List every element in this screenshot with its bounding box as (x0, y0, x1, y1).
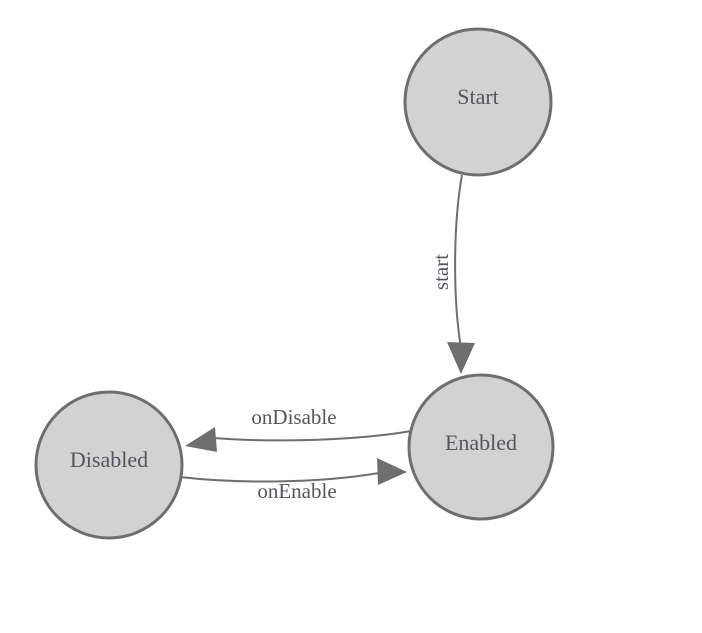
state-node-disabled[interactable]: Disabled (34, 390, 184, 540)
edge-label-on-enable: onEnable (257, 479, 336, 503)
state-node-disabled-label: Disabled (70, 447, 148, 472)
state-node-disabled-circle (34, 390, 184, 540)
state-node-start-circle (403, 27, 553, 177)
edge-start-to-enabled-path (454, 174, 463, 349)
edge-start-to-enabled[interactable]: start (429, 174, 475, 374)
state-node-enabled-label: Enabled (445, 430, 517, 455)
edge-disabled-to-enabled-path (179, 472, 380, 483)
edge-start-to-enabled-arrowhead-icon (447, 342, 475, 374)
state-node-start[interactable]: Start (403, 27, 553, 177)
state-node-enabled[interactable]: Enabled (407, 373, 555, 521)
edge-enabled-to-disabled-path (212, 430, 412, 442)
edge-disabled-to-enabled[interactable]: onEnable (179, 458, 407, 503)
edge-label-start: start (429, 254, 453, 290)
edge-label-on-disable: onDisable (251, 405, 336, 429)
edge-enabled-to-disabled[interactable]: onDisable (185, 405, 412, 452)
state-node-enabled-circle (407, 373, 555, 521)
edge-disabled-to-enabled-arrowhead-icon (377, 458, 407, 485)
edge-enabled-to-disabled-arrowhead-icon (185, 427, 217, 452)
state-node-start-label: Start (457, 84, 499, 109)
